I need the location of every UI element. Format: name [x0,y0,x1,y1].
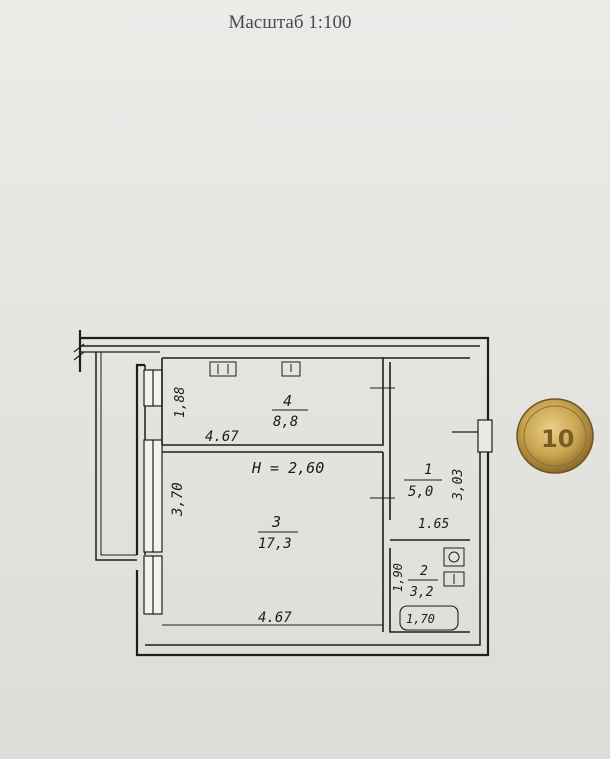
toilet-icon [443,547,465,567]
dim-room2-width: 1,70 [406,612,435,626]
washbasin-icon [443,571,465,587]
room-1-area: 5,0 [408,484,433,500]
sink-icon [281,361,301,377]
dim-room4-height: 1,88 [173,387,188,418]
area-fraction-lines [258,409,442,581]
room-3-number: 3 [271,513,281,531]
room-1-number: 1 [424,462,432,478]
room-4-number: 4 [283,392,292,410]
scale-title: Масштаб 1:100 [228,12,352,33]
coin: 10 [516,398,594,474]
dim-room1-height: 3,03 [451,469,466,501]
coin-value: 10 [541,425,574,453]
bathtub-icon [399,605,459,631]
interior-walls [161,357,470,633]
dim-room3-height: 3,70 [170,482,186,517]
entrance-door [452,419,493,453]
window-left-upper [143,369,163,407]
dim-room4-width: 4.67 [205,429,239,445]
window-left-middle [143,439,163,553]
dim-room2-height: 1,90 [391,563,405,592]
room-2-area: 3,2 [409,585,434,600]
dim-room3-width: 4.67 [258,610,292,626]
stove-icon [209,361,237,377]
room-2-number: 2 [420,564,428,579]
room-4-area: 8,8 [273,414,298,430]
dim-ceiling-height: H = 2,60 [251,459,324,477]
window-left-lower [143,555,163,615]
room-3-area: 17,3 [258,536,292,552]
dim-room1-width: 1.65 [418,517,449,532]
